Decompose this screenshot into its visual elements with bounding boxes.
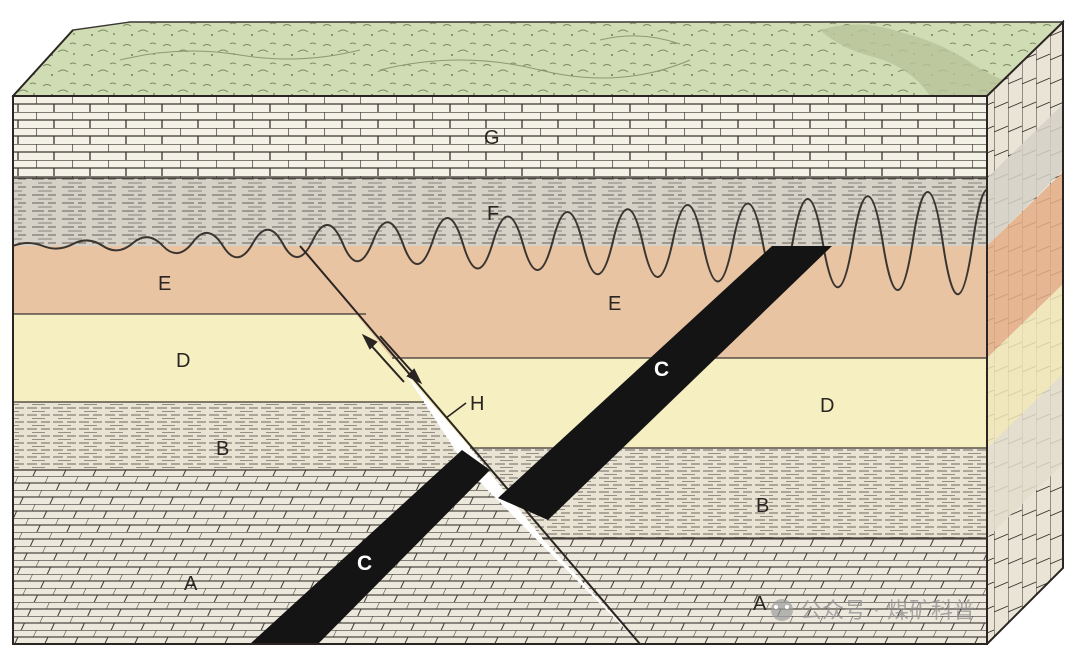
layer-b-left <box>13 402 468 470</box>
layer-e-left <box>13 246 366 314</box>
layer-g <box>13 96 987 178</box>
unconformity-line <box>13 188 987 296</box>
label-c-lower: C <box>357 552 372 575</box>
dike-c-lower <box>250 450 490 644</box>
label-b-right: B <box>756 495 769 517</box>
front-face <box>13 96 987 644</box>
layer-a-right <box>542 538 987 644</box>
layer-a-left <box>13 470 640 644</box>
layer-e-right <box>300 246 987 358</box>
layer-d-left <box>13 314 424 402</box>
side-face <box>987 22 1063 644</box>
watermark: 公众号 · 煤矿科普 <box>771 599 975 624</box>
layer-f <box>13 178 987 250</box>
dike-c-upper <box>498 246 832 520</box>
label-c-upper: C <box>654 358 669 381</box>
terrain-ridge-lines <box>119 35 691 79</box>
label-e-left: E <box>158 273 171 295</box>
fault-motion-arrows <box>361 333 423 385</box>
label-e-right: E <box>608 293 621 315</box>
label-b-left: B <box>216 438 229 460</box>
label-a-left: A <box>184 573 198 595</box>
label-h: H <box>470 393 484 415</box>
wechat-icon <box>771 599 793 621</box>
top-surface <box>11 21 1065 97</box>
label-g: G <box>484 127 500 149</box>
label-d-left: D <box>176 350 190 372</box>
h-pointer-line <box>445 402 467 419</box>
label-d-right: D <box>820 395 834 417</box>
label-a-right: A <box>753 593 767 615</box>
block-outline <box>12 19 1064 645</box>
watermark-text: 公众号 · 煤矿科普 <box>800 599 975 624</box>
terrain-hill <box>820 24 1010 96</box>
fault-plane <box>299 245 641 644</box>
layer-d-right <box>392 358 987 448</box>
label-f: F <box>487 203 499 225</box>
